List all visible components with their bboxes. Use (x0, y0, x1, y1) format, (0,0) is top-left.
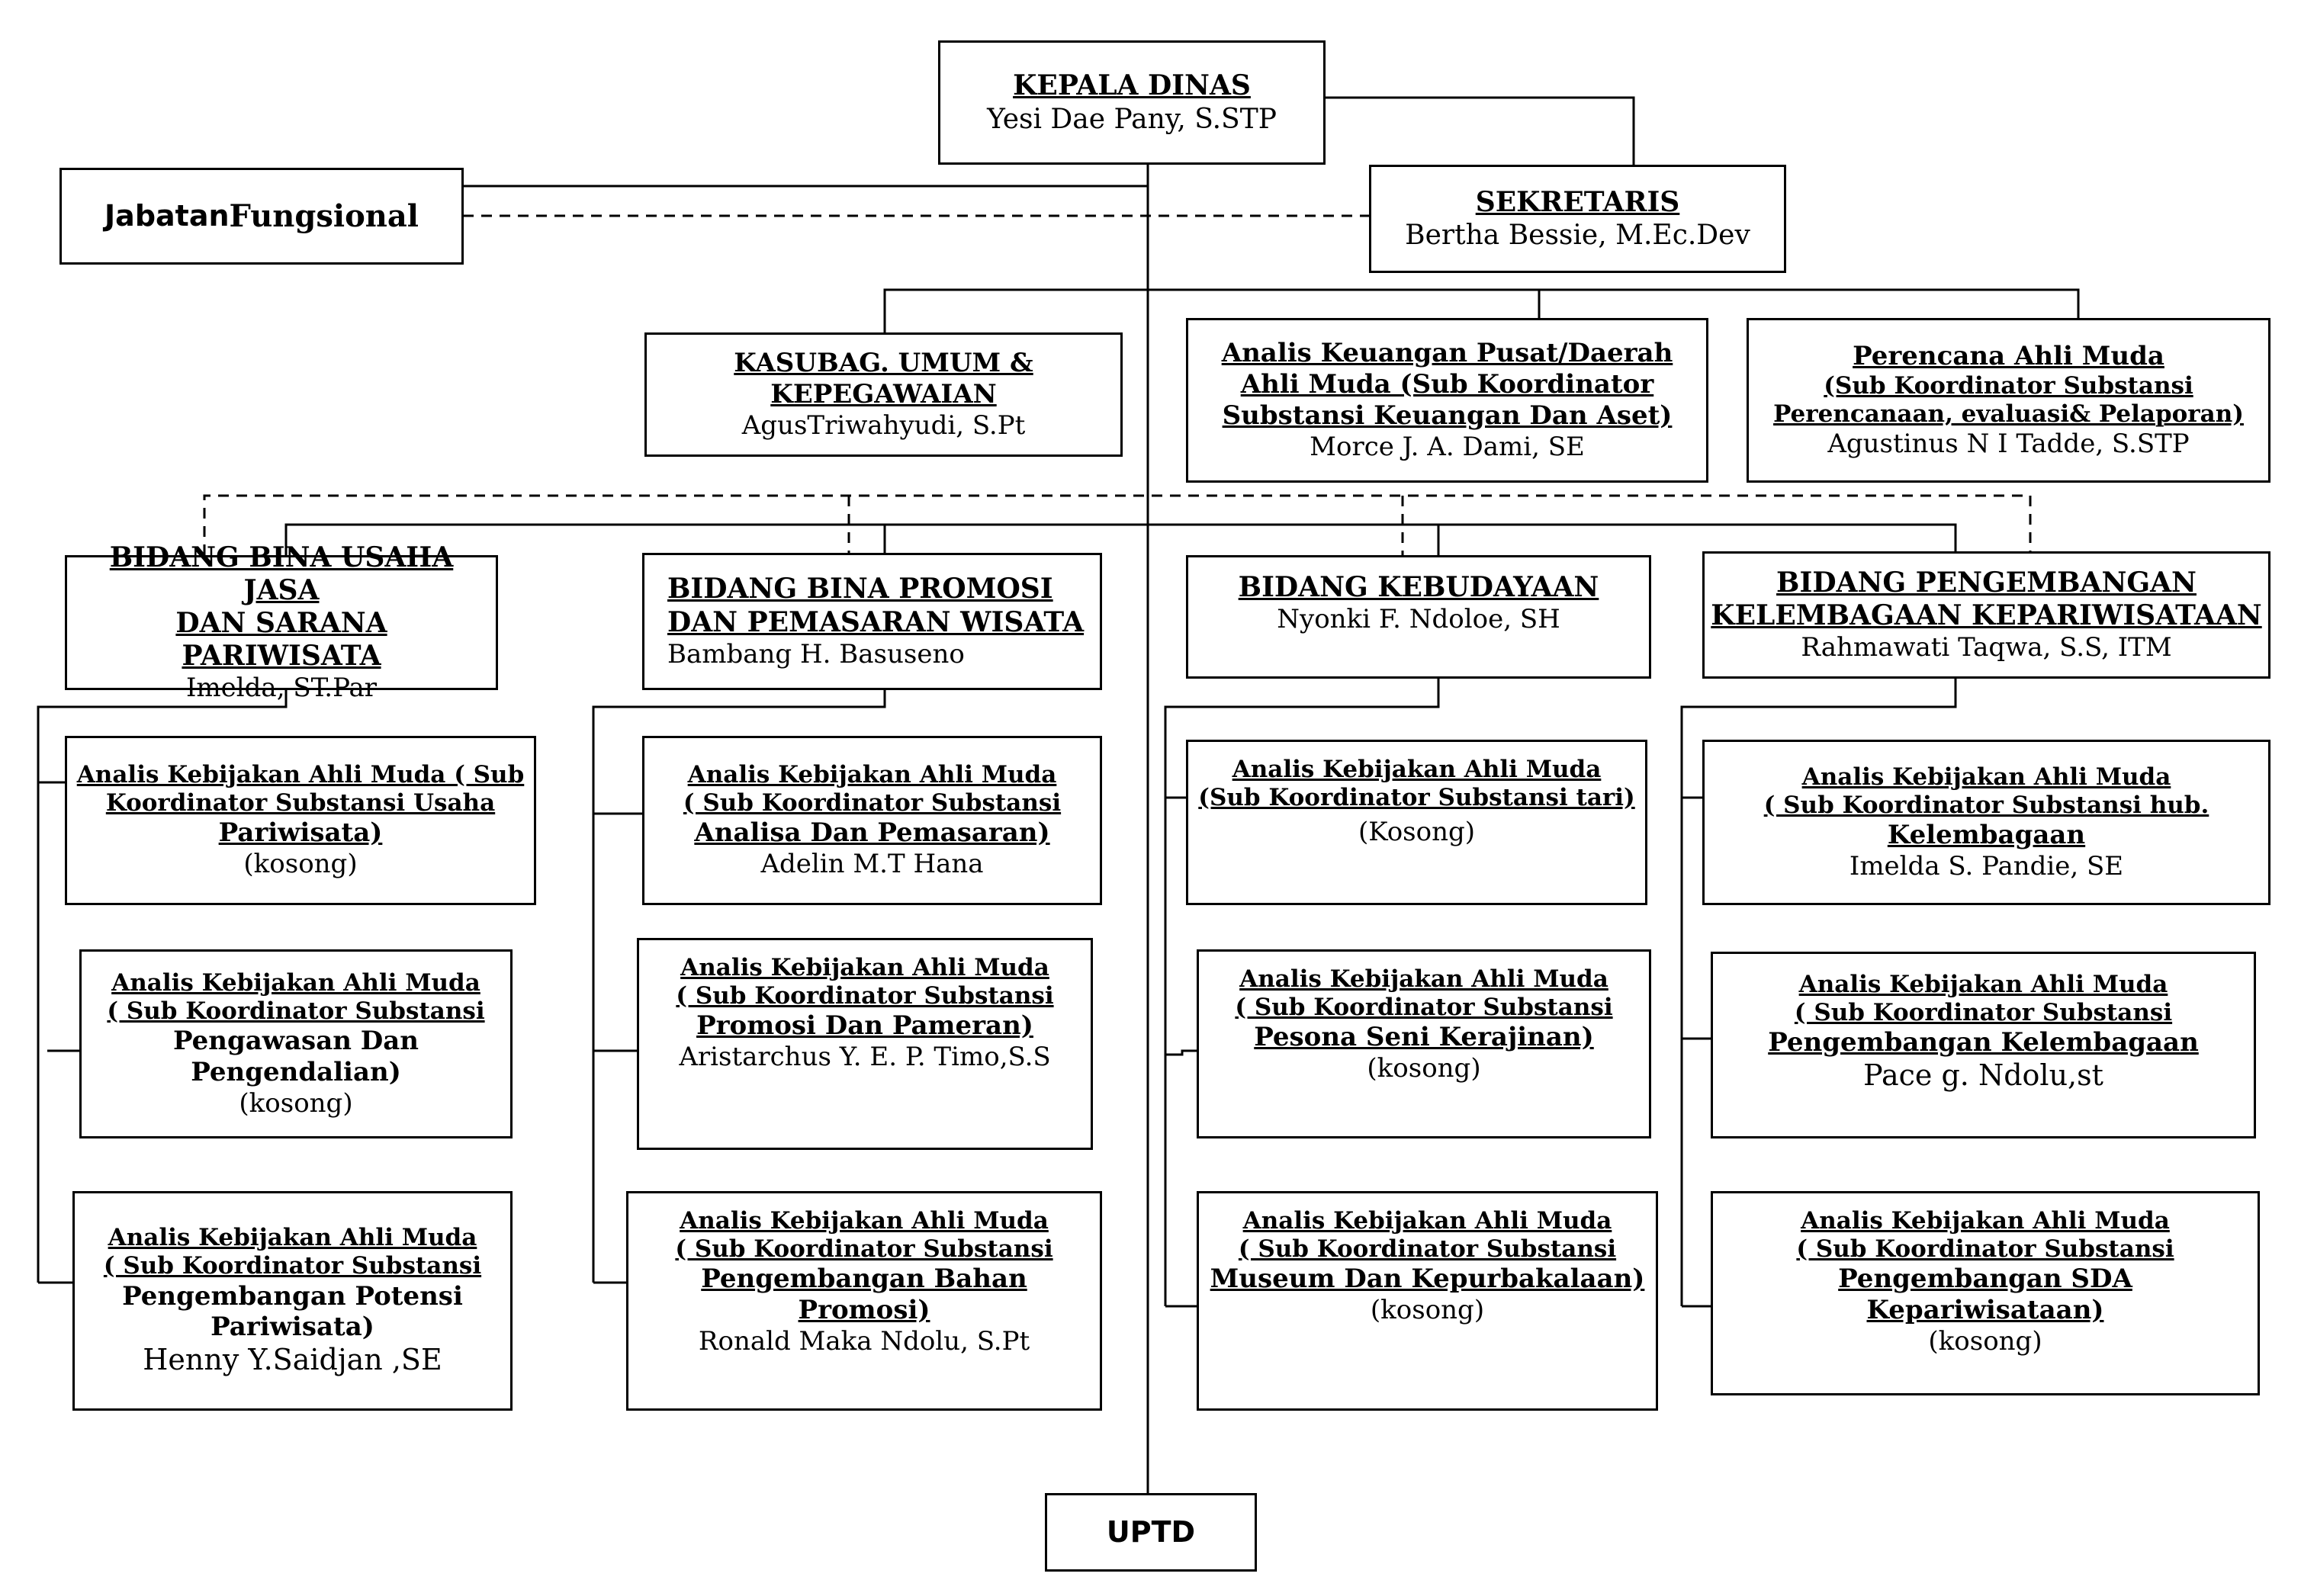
bidang-bina-usaha-box: BIDANG BINA USAHA JASA DAN SARANA PARIWI… (65, 541, 498, 703)
sub-usaha-pariwisata-box: Analis Kebijakan Ahli Muda ( Sub Koordin… (65, 736, 536, 905)
kasubag-name: AgusTriwahyudi, S.Pt (741, 409, 1026, 441)
sub-sda-kepariwisataan-box: Analis Kebijakan Ahli Muda ( Sub Koordin… (1711, 1191, 2260, 1395)
bidang-head-name: Imelda, ST.Par (186, 673, 377, 704)
sub-name: Aristarchus Y. E. P. Timo,S.S (679, 1042, 1051, 1073)
sub-name: (kosong) (239, 1087, 353, 1119)
analis-keuangan-name: Morce J. A. Dami, SE (1310, 431, 1585, 462)
sub-subtitle: Pariwisata) (218, 817, 383, 849)
kasubag-box: KASUBAG. UMUM & KEPEGAWAIAN AgusTriwahyu… (644, 332, 1123, 457)
perencana-box: Perencana Ahli Muda (Sub Koordinator Sub… (1747, 318, 2270, 483)
sub-subtitle: Promosi Dan Pameran) (696, 1010, 1033, 1042)
sub-title: Analis Kebijakan Ahli Muda ( Sub Koordin… (76, 761, 525, 817)
sub-subtitle: Kelembagaan (1887, 819, 2086, 850)
sub-title: Analis Kebijakan Ahli Muda ( Sub Koordin… (683, 761, 1062, 817)
bidang-kebudayaan-box: BIDANG KEBUDAYAAN Nyonki F. Ndoloe, SH (1186, 555, 1651, 679)
sub-name: (kosong) (1370, 1295, 1485, 1326)
sub-pengembangan-potensi-box: Analis Kebijakan Ahli Muda ( Sub Koordin… (72, 1191, 513, 1411)
sub-title: Analis Kebijakan Ahli Muda ( Sub Koordin… (1763, 763, 2209, 819)
uptd-box: UPTD (1045, 1493, 1257, 1572)
sub-title: Analis Kebijakan Ahli Muda ( Sub Koordin… (1796, 1207, 2174, 1264)
sub-title: Analis Kebijakan Ahli Muda ( Sub Koordin… (1235, 965, 1613, 1022)
sub-name: Ronald Maka Ndolu, S.Pt (698, 1325, 1030, 1357)
sub-pengembangan-kelembagaan-box: Analis Kebijakan Ahli Muda ( Sub Koordin… (1711, 952, 2256, 1138)
bidang-head-name: Bambang H. Basuseno (667, 638, 965, 670)
kasubag-title: KASUBAG. UMUM & KEPEGAWAIAN (734, 348, 1033, 410)
sub-title: Analis Kebijakan Ahli Muda ( Sub Koordin… (1238, 1207, 1617, 1264)
sub-name: Imelda S. Pandie, SE (1849, 850, 2124, 881)
sub-pesona-seni-box: Analis Kebijakan Ahli Muda ( Sub Koordin… (1197, 949, 1651, 1138)
sub-promosi-pameran-box: Analis Kebijakan Ahli Muda ( Sub Koordin… (637, 938, 1093, 1150)
sub-title: Analis Kebijakan Ahli Muda ( Sub Koordin… (676, 954, 1054, 1010)
sub-bahan-promosi-box: Analis Kebijakan Ahli Muda ( Sub Koordin… (626, 1191, 1102, 1411)
sub-name: (kosong) (243, 849, 358, 880)
sekretaris-name: Bertha Bessie, M.Ec.Dev (1405, 220, 1750, 251)
sub-tari-box: Analis Kebijakan Ahli Muda (Sub Koordina… (1186, 740, 1647, 905)
perencana-subtitle: (Sub Koordinator Substansi Perencanaan, … (1773, 371, 2244, 428)
sub-subtitle: Museum Dan Kepurbakalaan) (1210, 1264, 1645, 1295)
sub-name: Pace g. Ndolu,st (1863, 1058, 2103, 1093)
bidang-head-name: Rahmawati Taqwa, S.S, ITM (1801, 632, 2172, 663)
sub-analisa-pemasaran-box: Analis Kebijakan Ahli Muda ( Sub Koordin… (642, 736, 1102, 905)
sub-name: (kosong) (1367, 1053, 1481, 1084)
kepala-dinas-box: KEPALA DINAS Yesi Dae Pany, S.STP (938, 40, 1326, 165)
sub-subtitle: Pengembangan Bahan Promosi) (701, 1264, 1027, 1326)
sub-museum-box: Analis Kebijakan Ahli Muda ( Sub Koordin… (1197, 1191, 1658, 1411)
sub-subtitle: Pesona Seni Kerajinan) (1254, 1022, 1594, 1053)
bidang-title: BIDANG BINA USAHA JASA DAN SARANA PARIWI… (109, 541, 454, 673)
sub-subtitle: Pengawasan Dan Pengendalian) (172, 1025, 419, 1087)
sekretaris-title: SEKRETARIS (1475, 185, 1680, 218)
sub-subtitle: Analisa Dan Pemasaran) (694, 817, 1050, 849)
bidang-title: BIDANG BINA PROMOSI DAN PEMASARAN WISATA (667, 573, 1085, 638)
sub-name: (kosong) (1928, 1325, 2042, 1357)
sub-name: Henny Y.Saidjan ,SE (143, 1343, 442, 1377)
bidang-bina-promosi-box: BIDANG BINA PROMOSI DAN PEMASARAN WISATA… (642, 553, 1102, 690)
sub-hub-kelembagaan-box: Analis Kebijakan Ahli Muda ( Sub Koordin… (1702, 740, 2270, 905)
sub-name: (Kosong) (1358, 817, 1476, 848)
jabatan-label: Jabatan (104, 198, 230, 233)
sub-subtitle: Pengembangan SDA Kepariwisataan) (1838, 1264, 2132, 1326)
sub-title: Analis Kebijakan Ahli Muda ( Sub Koordin… (103, 1224, 482, 1280)
uptd-label: UPTD (1106, 1514, 1196, 1549)
kepala-dinas-name: Yesi Dae Pany, S.STP (987, 103, 1277, 135)
sub-title: Analis Kebijakan Ahli Muda ( Sub Koordin… (107, 968, 485, 1025)
perencana-title: Perencana Ahli Muda (1853, 341, 2164, 372)
fungsional-label: Fungsional (229, 197, 419, 234)
analis-keuangan-box: Analis Keuangan Pusat/Daerah Ahli Muda (… (1186, 318, 1708, 483)
jabatan-fungsional-box: Jabatan Fungsional (59, 168, 464, 265)
analis-keuangan-title: Analis Keuangan Pusat/Daerah Ahli Muda (… (1221, 338, 1673, 431)
bidang-title: BIDANG KEBUDAYAAN (1238, 571, 1599, 603)
bidang-kelembagaan-box: BIDANG PENGEMBANGAN KELEMBAGAAN KEPARIWI… (1702, 551, 2270, 679)
sub-title: Analis Kebijakan Ahli Muda ( Sub Koordin… (675, 1207, 1053, 1264)
perencana-name: Agustinus N I Tadde, S.STP (1827, 429, 2190, 460)
sub-subtitle: Pengembangan Potensi Pariwisata) (122, 1280, 463, 1343)
sub-title: Analis Kebijakan Ahli Muda ( Sub Koordin… (1794, 971, 2173, 1027)
sub-name: Adelin M.T Hana (760, 849, 984, 880)
sub-title: Analis Kebijakan Ahli Muda (Sub Koordina… (1198, 756, 1635, 812)
sub-pengawasan-box: Analis Kebijakan Ahli Muda ( Sub Koordin… (79, 949, 513, 1138)
kepala-dinas-title: KEPALA DINAS (1013, 69, 1251, 102)
sekretaris-box: SEKRETARIS Bertha Bessie, M.Ec.Dev (1369, 165, 1786, 273)
bidang-title: BIDANG PENGEMBANGAN KELEMBAGAAN KEPARIWI… (1711, 566, 2262, 632)
sub-subtitle: Pengembangan Kelembagaan (1768, 1027, 2199, 1058)
bidang-head-name: Nyonki F. Ndoloe, SH (1277, 604, 1560, 635)
